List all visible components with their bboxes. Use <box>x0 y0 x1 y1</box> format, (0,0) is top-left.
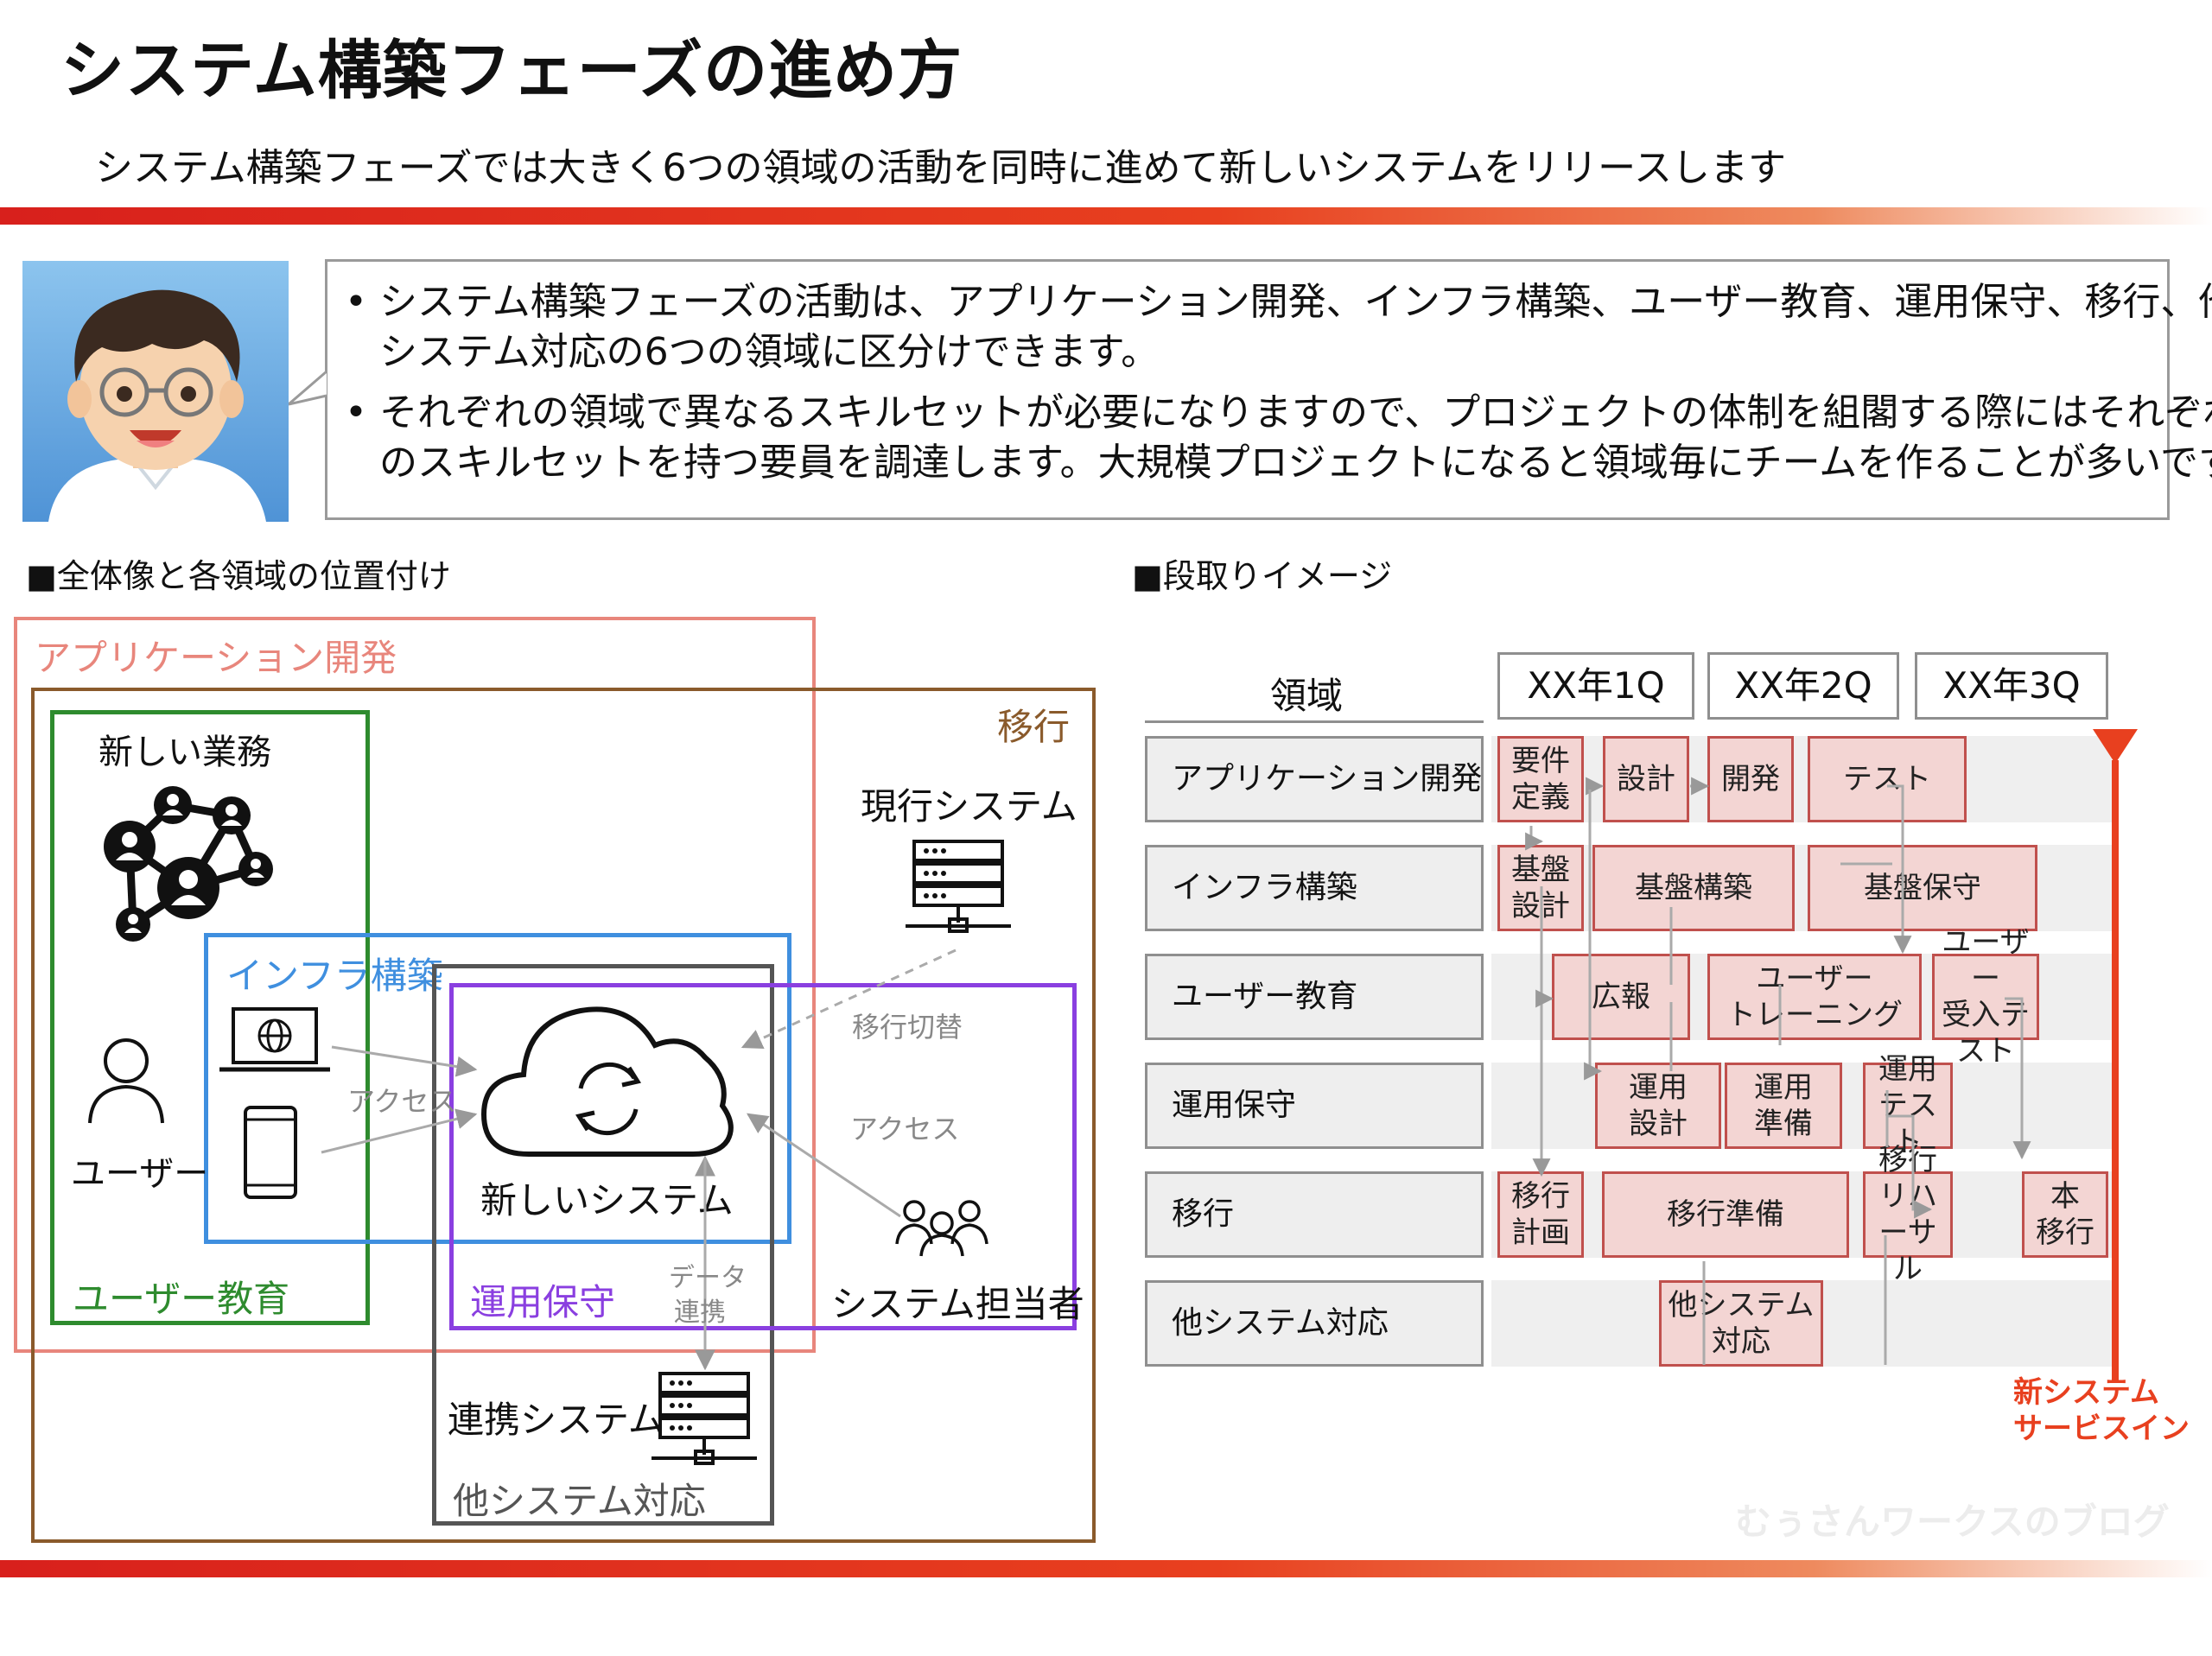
cloud-sync-icon <box>480 1006 734 1157</box>
right-section-heading: ■段取りイメージ <box>1132 557 1393 595</box>
timeline-row-label: 移行 <box>1145 1171 1484 1258</box>
watermark: むぅさんワークスのブログ <box>1735 1501 2170 1543</box>
quarter-3-header: XX年3Q <box>1915 652 2108 720</box>
staff-group-icon <box>895 1200 988 1257</box>
user-label: ユーザー <box>71 1154 209 1194</box>
area-app-development-label: アプリケーション開発 <box>35 637 397 679</box>
footer-divider <box>0 1560 2212 1577</box>
task-box: 広報 <box>1552 954 1690 1040</box>
area-other-systems <box>432 964 774 1526</box>
new-system-label: 新しいシステム <box>480 1179 734 1221</box>
timeline-row-label: ユーザー教育 <box>1145 954 1484 1040</box>
explanation-bubble: • システム構築フェーズの活動は、アプリケーション開発、インフラ構築、ユーザー教育… <box>325 259 2212 520</box>
bullet-marker: • <box>345 390 367 435</box>
area-other-systems-label: 他システム対応 <box>453 1480 706 1522</box>
bullet-marker: • <box>345 280 367 324</box>
left-section-heading: ■全体像と各領域の位置付け <box>26 557 451 595</box>
task-box: 開発 <box>1707 736 1794 822</box>
task-box: テスト <box>1808 736 1967 822</box>
person-avatar-icon <box>22 261 289 522</box>
quarter-1-header: XX年1Q <box>1497 652 1694 720</box>
timeline-row-label: 運用保守 <box>1145 1063 1484 1149</box>
timeline-row-label: インフラ構築 <box>1145 845 1484 931</box>
area-migration-label: 移行 <box>997 706 1071 748</box>
quarter-2-header: XX年2Q <box>1707 652 1899 720</box>
timeline-row-label: 他システム対応 <box>1145 1280 1484 1367</box>
area-operations <box>449 983 1077 1330</box>
user-icon <box>88 1038 164 1124</box>
access-staff-label: アクセス <box>850 1113 960 1145</box>
task-box: 設計 <box>1603 736 1689 822</box>
linked-system-label: 連携システム <box>448 1399 664 1441</box>
bubble-tail <box>289 370 327 406</box>
task-box: 運用 設計 <box>1595 1063 1721 1149</box>
task-flow-arrows <box>1525 777 2031 1365</box>
network-people-icon <box>104 786 273 942</box>
task-box: 移行 計画 <box>1497 1171 1584 1258</box>
laptop-globe-icon <box>219 1007 330 1072</box>
area-operations-label: 運用保守 <box>470 1281 616 1323</box>
bullet-1-line1: システム構築フェーズの活動は、アプリケーション開発、インフラ構築、ユーザー教育、… <box>379 280 2212 324</box>
area-new-business <box>50 710 370 1325</box>
page-title: システム構築フェーズの進め方 <box>60 34 963 108</box>
switchover-label: 移行切替 <box>852 1011 963 1044</box>
timeline-row-label: アプリケーション開発 <box>1145 736 1484 822</box>
smartphone-icon <box>244 1106 297 1199</box>
task-box: 移行準備 <box>1602 1171 1849 1258</box>
milestone-label-1: 新システム <box>2013 1375 2159 1410</box>
bullet-2-line2: のスキルセットを持つ要員を調達します。大規模プロジェクトになると領域毎にチームを… <box>379 441 2212 485</box>
area-new-business-label: 新しい業務 <box>99 733 271 772</box>
bullet-2: • それぞれの領域で異なるスキルセットが必要になりますので、プロジェクトの体制を組… <box>345 388 2212 488</box>
header-divider <box>0 207 2212 225</box>
diagram-connectors <box>321 949 957 1371</box>
task-box: ユーザー トレーニング <box>1707 954 1922 1040</box>
area-migration <box>31 688 1096 1543</box>
bullet-1: • システム構築フェーズの活動は、アプリケーション開発、インフラ構築、ユーザー教育… <box>345 277 2212 378</box>
task-box: 運用 準備 <box>1725 1063 1842 1149</box>
timeline-header-label: 領域 <box>1270 675 1344 717</box>
access-user-label: アクセス <box>347 1085 457 1118</box>
data-link-label-2: 連携 <box>674 1298 726 1328</box>
area-infra-label: インフラ構築 <box>226 955 443 997</box>
task-box: 他システム 対応 <box>1659 1280 1823 1367</box>
current-system-label: 現行システム <box>861 785 1077 828</box>
task-box: 本 移行 <box>2022 1171 2108 1258</box>
system-staff-label: システム担当者 <box>831 1283 1084 1325</box>
task-box: 基盤構築 <box>1592 845 1795 931</box>
header-underline <box>1145 720 1484 723</box>
page-subtitle: システム構築フェーズでは大きく6つの領域の活動を同時に進めて新しいシステムをリリ… <box>95 146 1786 190</box>
task-box: 基盤保守 <box>1808 845 2037 931</box>
area-infra <box>204 933 791 1244</box>
task-box: 移行 リハーサル <box>1863 1143 1953 1286</box>
data-link-label-1: データ <box>669 1263 747 1293</box>
milestone-label-2: サービスイン <box>2013 1412 2190 1446</box>
linked-server-icon <box>652 1372 757 1465</box>
server-icon <box>906 840 1011 933</box>
bullet-2-line1: それぞれの領域で異なるスキルセットが必要になりますので、プロジェクトの体制を組閣… <box>379 390 2212 435</box>
area-user-education-label: ユーザー教育 <box>73 1278 290 1320</box>
task-box: 要件 定義 <box>1497 736 1584 822</box>
service-in-milestone <box>2093 729 2138 1382</box>
bullet-1-line2: システム対応の6つの領域に区分けできます。 <box>379 330 1160 374</box>
